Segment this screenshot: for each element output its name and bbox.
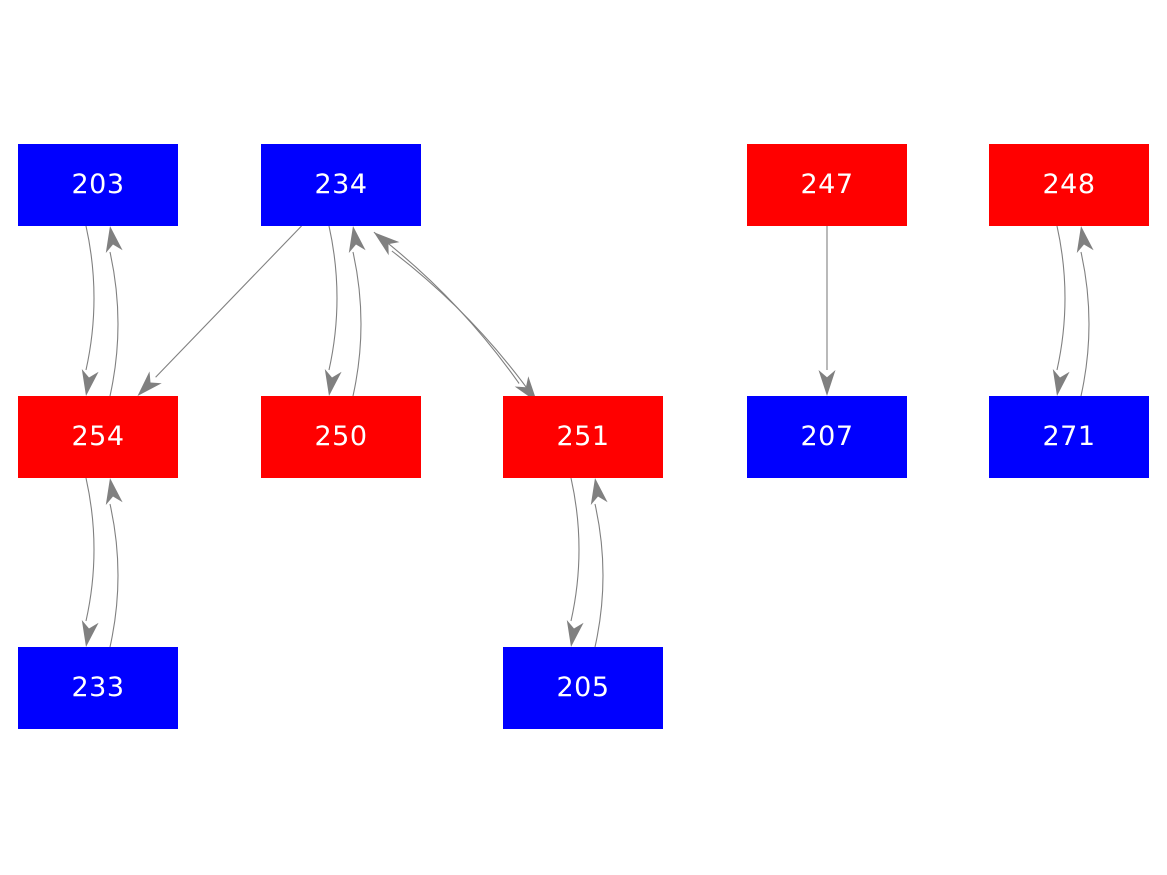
node-label: 250: [314, 420, 368, 452]
node-label: 233: [71, 671, 125, 703]
node-label: 248: [1042, 168, 1096, 200]
arrowhead-234-to-251: [514, 376, 538, 403]
arrowhead-248-to-271: [1052, 369, 1070, 396]
node-250[interactable]: 250: [261, 396, 421, 478]
arrowhead-233-to-254: [105, 478, 123, 505]
node-label: 203: [71, 168, 125, 200]
node-254[interactable]: 254: [18, 396, 178, 478]
edge-233-to-254: [109, 503, 119, 648]
arrowhead-251-to-205: [566, 620, 584, 647]
node-205[interactable]: 205: [503, 647, 663, 729]
node-label: 251: [556, 420, 610, 452]
edge-234-to-250: [328, 225, 338, 371]
arrowhead-247-to-207: [818, 370, 836, 396]
arrowhead-254-to-203: [105, 226, 123, 253]
node-234[interactable]: 234: [261, 144, 421, 226]
edge-248-to-271: [1056, 225, 1066, 371]
node-247[interactable]: 247: [747, 144, 907, 226]
arrowhead-250-to-234: [348, 226, 366, 253]
arrowhead-234-to-254: [137, 371, 162, 396]
arrowhead-234-to-250: [324, 369, 342, 396]
node-label: 205: [556, 671, 610, 703]
arrowhead-205-to-251: [590, 478, 608, 505]
node-label: 271: [1042, 420, 1096, 452]
edge-234-to-254: [155, 225, 302, 378]
edge-254-to-203: [109, 251, 119, 397]
node-label: 247: [800, 168, 854, 200]
node-label: 234: [314, 168, 368, 200]
edge-251-to-205: [570, 477, 580, 622]
arrowhead-254-to-233: [81, 620, 99, 647]
node-271[interactable]: 271: [989, 396, 1149, 478]
edge-203-to-254: [85, 225, 95, 371]
edge-254-to-233: [85, 477, 95, 622]
arrowhead-203-to-254: [81, 369, 99, 396]
edge-271-to-248: [1080, 251, 1090, 397]
node-248[interactable]: 248: [989, 144, 1149, 226]
edge-205-to-251: [594, 503, 604, 648]
node-203[interactable]: 203: [18, 144, 178, 226]
edge-250-to-234: [352, 251, 362, 397]
node-label: 207: [800, 420, 854, 452]
node-251[interactable]: 251: [503, 396, 663, 478]
edge-251-to-234: [391, 250, 538, 403]
arrowhead-271-to-248: [1076, 226, 1094, 253]
node-207[interactable]: 207: [747, 396, 907, 478]
node-label: 254: [71, 420, 125, 452]
node-233[interactable]: 233: [18, 647, 178, 729]
arrowhead-251-to-234: [373, 232, 400, 256]
